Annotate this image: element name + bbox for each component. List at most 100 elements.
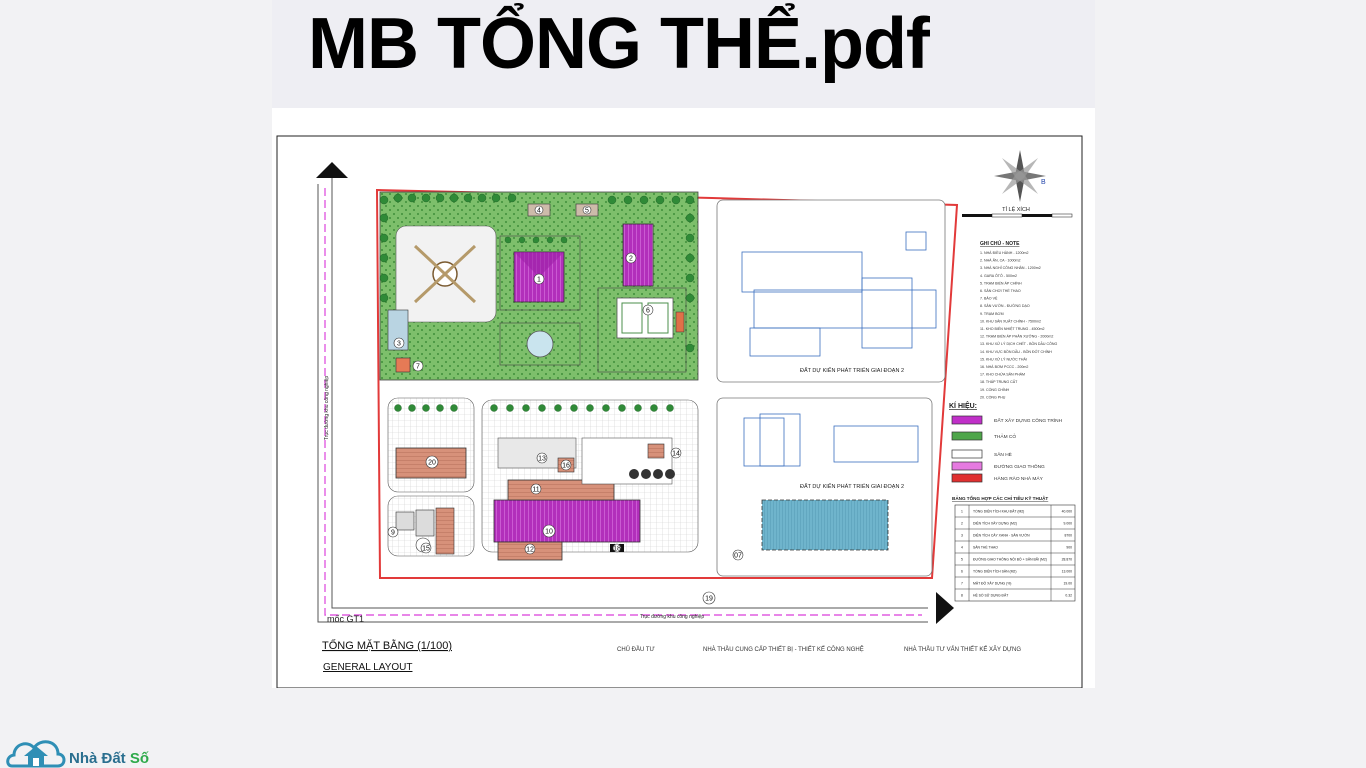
label-building-12: 12 [526,547,534,554]
drawing-title-en: GENERAL LAYOUT [323,662,412,673]
note-item: 1. NHÀ ĐIỀU HÀNH - 1200m2 [980,250,1029,255]
building-14 [647,443,665,459]
note-item: 14. KHU VỰC BỒN DẦU - BỒN ĐỐT CHÍNH [980,349,1052,354]
label-building-19: 19 [705,596,713,603]
label-building-11: 11 [532,487,539,494]
note-item: 19. CỔNG CHÍNH [980,387,1010,392]
legend: ĐẤT XÂY DỰNG CÔNG TRÌNH THẢM CỎ SÂN HÈ ĐƯỜN… [951,415,1063,483]
compass-icon [994,150,1046,202]
site-plan-drawing: 1 2 3 4 5 6 7 10 11 12 13 14 15 16 17 18… [276,135,1083,688]
label-building-1: 1 [537,277,541,284]
table-cell-value: 28.870 [1062,558,1072,562]
legend-label: THẢM CỎ [994,433,1016,440]
table-cell-no: 6 [961,570,963,574]
table-cell-value: 40.000 [1062,510,1072,514]
note-item: 17. KHO CHỨA SẢN PHẨM [980,372,1025,377]
note-item: 8. SÂN VƯỜN - ĐƯỜNG DẠO [980,303,1030,308]
legend-label: ĐƯỜNG GIAO THÔNG [994,463,1045,470]
note-item: 3. NHÀ NGHỈ CÔNG NHÂN - 1200m2 [980,265,1041,270]
note-item: 9. TRẠM BƠM [980,312,1004,316]
legend-swatch [951,473,983,483]
label-building-4: 4 [537,208,541,215]
note-item: 6. SÂN CHƠI THỂ THAO [980,288,1021,293]
road-label-bottom: Trục đường khu công nghiệp [640,614,704,620]
note-item: 10. KHU SẢN XUẤT CHÍNH - 7500m2 [980,318,1041,323]
guard-house [395,357,411,373]
drawing-title-vn: TỔNG MẶT BẰNG (1/100) [322,639,452,652]
note-item: 16. NHÀ BƠM PCCC - 200m2 [980,365,1028,369]
house-cloud-icon [6,740,66,768]
note-item: 15. KHU XỬ LÝ NƯỚC THẢI [980,356,1027,361]
table-cell-item: TỔNG DIỆN TÍCH KHU ĐẤT (M2) [973,509,1024,514]
benchmark-label: mốc GT1 [327,614,364,624]
table-cell-no: 4 [961,546,963,550]
note-item: 13. KHU XỬ LÝ DỊCH CHẾT - BỒN DẦU CÔNG [980,341,1057,346]
table-cell-item: MẬT ĐỘ XÂY DỰNG (%) [973,581,1011,586]
zone-label-bottom: ĐẤT DỰ KIẾN PHÁT TRIỂN GIAI ĐOẠN 2 [800,483,904,490]
legend-label: SÂN HÈ [994,451,1012,458]
table-cell-value: 8700 [1064,534,1072,538]
legend-swatch [951,461,983,471]
label-building-3: 3 [397,341,401,348]
note-item: 20. CỔNG PHỤ [980,394,1006,399]
legend-label: ĐẤT XÂY DỰNG CÔNG TRÌNH [994,417,1063,424]
note-item: 5. TRẠM BIẾN ÁP CHÍNH [980,280,1022,285]
label-building-5: 5 [585,208,589,215]
label-building-15: 15 [422,546,430,553]
table-cell-no: 7 [961,582,963,586]
note-item: 12. TRẠM BIẾN ÁP PHÂN XƯỞNG - 2000m2 [980,334,1053,339]
building-10 [493,499,641,543]
table-cell-item: DIỆN TÍCH XÂY DỰNG (M2) [973,521,1017,526]
document-title: MB TỔNG THỂ.pdf [308,4,930,84]
legend-title: KÍ HIỆU: [949,401,977,410]
label-building-2: 2 [629,256,633,263]
table-cell-no: 2 [961,522,963,526]
note-item: 2. NHÀ ĂN, CA - 1000m2 [980,259,1021,263]
legend-swatch [951,415,983,425]
label-building-18: 18 [613,546,621,553]
table-title: BẢNG TỔNG HỢP CÁC CHỈ TIÊU KỸ THUẬT [952,494,1048,501]
label-building-16: 16 [562,463,570,470]
road-centerline [324,188,922,616]
footer-equipment: NHÀ THẦU CUNG CẤP THIẾT BỊ - THIẾT KẾ CÔ… [703,645,864,653]
footer-consultant: NHÀ THẦU TƯ VẤN THIẾT KẾ XÂY DỰNG [904,646,1021,653]
table-cell-value: 900 [1066,546,1072,550]
label-building-7: 7 [416,364,420,371]
footer-owner: CHỦ ĐẦU TƯ [617,646,655,653]
brand-name: Nhà Đất Số [69,750,150,767]
table-cell-no: 3 [961,534,963,538]
north-label: B [1041,179,1046,186]
brand-logo[interactable]: Nhà Đất Số [6,732,166,768]
table-cell-item: HỆ SỐ SỬ DỤNG ĐẤT [973,593,1008,598]
document-header: MB TỔNG THỂ.pdf [272,0,1095,109]
road-label-left: Trục đường khu công nghiệp [324,376,330,440]
table-cell-item: ĐƯỜNG GIAO THÔNG NỘI BỘ + SÂN BÃI (M2) [973,557,1047,562]
table-cell-item: DIỆN TÍCH CÂY XANH - SÂN VƯỜN [973,533,1030,538]
label-building-9: 9 [391,530,395,537]
label-gate-07: 07 [734,553,742,560]
sports-court [616,297,674,339]
note-item: 18. THÁP TRUNG CẤT [980,380,1018,384]
notes-title: GHI CHÚ - NOTE [980,240,1020,247]
table-cell-item: SÂN THỂ THAO [973,545,998,550]
label-building-14: 14 [672,451,680,458]
table-cell-no: 1 [961,510,963,514]
scale-label: TỈ LỆ XÍCH [1002,205,1030,213]
label-building-10: 10 [545,529,553,536]
legend-swatch [951,431,983,441]
table-cell-value: 13.000 [1062,570,1072,574]
road-arrow-north [316,162,348,178]
scale-bar [962,213,1073,218]
drawing-sheet: 1 2 3 4 5 6 7 10 11 12 13 14 15 16 17 18… [272,108,1095,688]
label-building-13: 13 [538,456,546,463]
phase2-zone-top [716,199,946,383]
phase2-buildings [741,231,937,467]
notes-list: 1. NHÀ ĐIỀU HÀNH - 1200m2 2. NHÀ ĂN, CA -… [980,250,1057,399]
table-cell-item: TỔNG DIỆN TÍCH SÀN (M2) [973,569,1016,574]
zone-label-top: ĐẤT DỰ KIẾN PHÁT TRIỂN GIAI ĐOẠN 2 [800,367,904,374]
legend-label: HÀNG RÀO NHÀ MÁY [994,475,1044,482]
table-cell-no: 5 [961,558,963,562]
label-building-6: 6 [646,308,650,315]
note-item: 7. BẢO VỆ [980,296,998,301]
